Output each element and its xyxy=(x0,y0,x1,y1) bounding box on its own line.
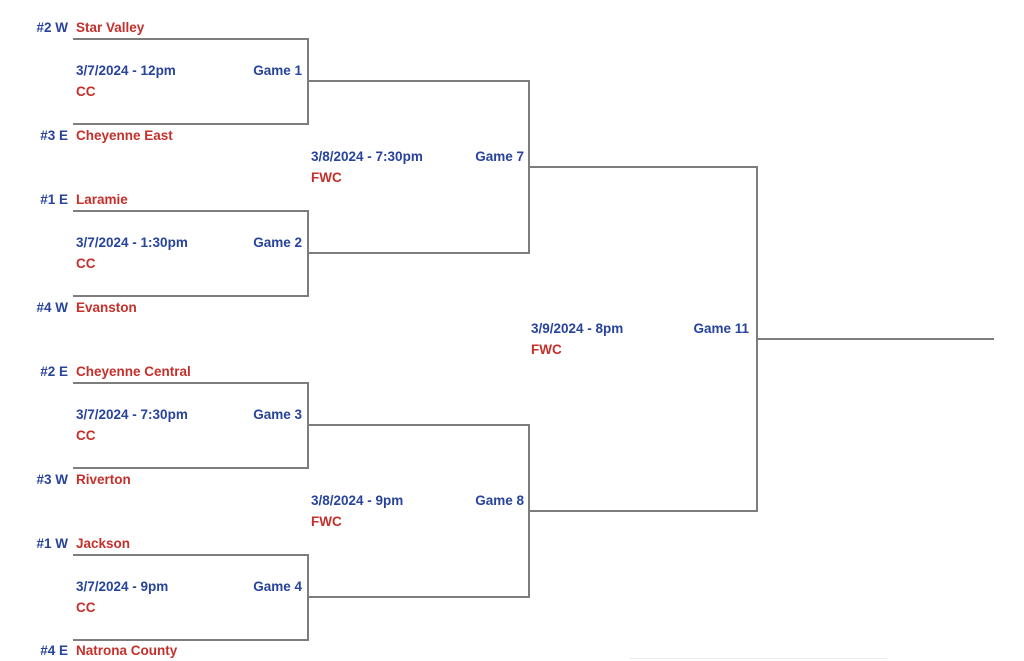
game-venue: CC xyxy=(76,428,96,443)
seed-label: #3 W xyxy=(36,472,68,487)
seed-label: #4 E xyxy=(40,643,68,658)
game-label: Game 3 xyxy=(253,407,302,422)
game-datetime: 3/7/2024 - 9pm xyxy=(76,579,169,594)
game-label: Game 11 xyxy=(693,321,749,336)
game-label: Game 7 xyxy=(475,149,524,164)
seed-label: #4 W xyxy=(36,300,68,315)
game-venue: CC xyxy=(76,84,96,99)
game-venue: FWC xyxy=(311,170,342,185)
bracket-line xyxy=(528,166,756,168)
bracket-line xyxy=(73,210,307,212)
seed-label: #1 W xyxy=(36,536,68,551)
game-datetime: 3/7/2024 - 7:30pm xyxy=(76,407,188,422)
game-datetime: 3/7/2024 - 12pm xyxy=(76,63,176,78)
game-datetime: 3/8/2024 - 9pm xyxy=(311,493,404,508)
seed-label: #2 E xyxy=(40,364,68,379)
game-label: Game 1 xyxy=(253,63,302,78)
team-name: Cheyenne East xyxy=(76,128,173,143)
seed-label: #1 E xyxy=(40,192,68,207)
team-name: Evanston xyxy=(76,300,137,315)
bracket-line xyxy=(73,467,307,469)
team-name: Cheyenne Central xyxy=(76,364,191,379)
team-name: Natrona County xyxy=(76,643,178,658)
bracket-line xyxy=(307,424,528,426)
bracket-line xyxy=(73,554,307,556)
team-name: Laramie xyxy=(76,192,128,207)
champion-line xyxy=(756,338,994,340)
bracket-line xyxy=(307,252,528,254)
seed-label: #2 W xyxy=(36,20,68,35)
game-venue: CC xyxy=(76,600,96,615)
bracket-line xyxy=(73,639,307,641)
game-label: Game 4 xyxy=(253,579,302,594)
bracket-line xyxy=(73,123,307,125)
bracket-line xyxy=(73,38,307,40)
seed-label: #3 E xyxy=(40,128,68,143)
game-label: Game 2 xyxy=(253,235,302,250)
game-venue: FWC xyxy=(311,514,342,529)
bottom-faint-line xyxy=(630,658,887,659)
game-venue: CC xyxy=(76,256,96,271)
game-datetime: 3/8/2024 - 7:30pm xyxy=(311,149,423,164)
game-datetime: 3/7/2024 - 1:30pm xyxy=(76,235,188,250)
game-datetime: 3/9/2024 - 8pm xyxy=(531,321,624,336)
bracket-line xyxy=(307,596,528,598)
game-label: Game 8 xyxy=(475,493,524,508)
team-name: Jackson xyxy=(76,536,131,551)
bracket-line xyxy=(73,295,307,297)
bracket-line xyxy=(528,510,756,512)
team-name: Star Valley xyxy=(76,20,145,35)
team-name: Riverton xyxy=(76,472,131,487)
game-venue: FWC xyxy=(531,342,562,357)
bracket-line xyxy=(307,80,528,82)
bracket-line xyxy=(73,382,307,384)
